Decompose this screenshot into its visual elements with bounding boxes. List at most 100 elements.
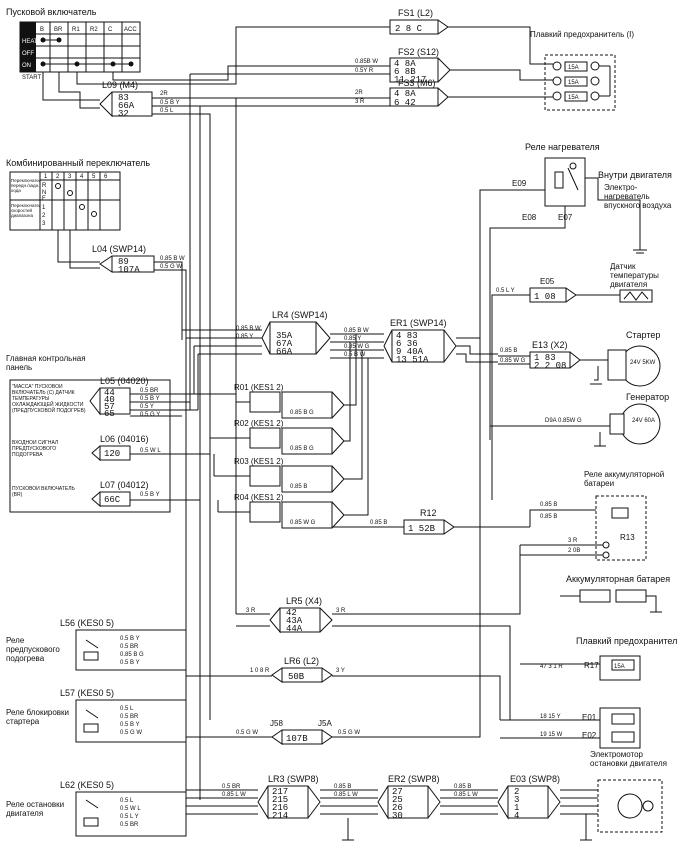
r03-label: R03 (KES1 2): [234, 457, 284, 466]
battery-relay-wire-4: 2 0B: [568, 548, 580, 554]
e13-pin-2: 2 2 08: [534, 361, 566, 371]
l56-relay: [75, 629, 187, 671]
starter-rating: 24V 5KW: [630, 360, 656, 366]
lr3-connector: [257, 785, 321, 820]
combo-row-label-2: Переключатель скоростей диапазона: [11, 203, 40, 218]
fs2-connector: [389, 57, 451, 83]
l07-pin: 66C: [104, 495, 121, 505]
l62-relay: [75, 791, 187, 837]
temp-sensor-icon: [619, 289, 653, 303]
e09-label: E09: [512, 179, 527, 188]
lr3-pin-2: 215: [272, 795, 288, 805]
e08-label: E08: [522, 213, 537, 222]
battery-relay: [595, 495, 647, 561]
er2-pin-3: 26: [392, 803, 403, 813]
l06-label: L06 (04016): [100, 434, 149, 444]
l62-wire-2: 0.5 W L: [120, 806, 141, 812]
j58-wire-left: 0.5 G W: [236, 730, 258, 736]
combo-col-4: 4: [80, 174, 84, 180]
lr6-pin: 50B: [288, 672, 305, 682]
combo-row-label-1: Переключатель передн./задн. хода: [11, 178, 40, 193]
battery-icon: [579, 589, 647, 603]
lr5-pin-3: 44A: [286, 624, 303, 634]
e05-label: E05: [540, 277, 555, 286]
lr6-wire-right: 3 Y: [336, 668, 345, 674]
fs3-connector: [389, 87, 449, 107]
l62-wire-1: 0.5 L: [120, 798, 134, 804]
ign-col-b: B: [40, 27, 44, 33]
e03-wire-1: 0.85 B: [454, 784, 471, 790]
engine-stop-relay-label: Реле остановки двигателя: [6, 800, 65, 818]
r04-relay: [249, 501, 345, 529]
lr4-pin-1: 35A: [276, 331, 293, 341]
er1-wire-1: 0.85 B W: [344, 328, 369, 334]
l57-label: L57 (KES0 5): [60, 688, 114, 698]
l05-pin-3: 57: [104, 402, 115, 412]
l06-wire: 0.5 W L: [140, 448, 161, 454]
e03-pin-2: 3: [514, 795, 519, 805]
l62-wire-4: 0.5 BR: [120, 822, 139, 828]
r03-wire: 0.85 B: [290, 484, 307, 490]
ignition-switch-label: Пусковой включатель: [6, 7, 97, 17]
e13-label: E13 (X2): [532, 340, 568, 350]
e05-connector: [529, 287, 577, 303]
fs3-label: FS3 (M6): [398, 78, 436, 88]
er1-wire-2: 0.85 Y: [344, 336, 361, 342]
l09-wire-by: 0.5 B Y: [160, 100, 180, 106]
fuse-3-rating: 15A: [568, 95, 579, 101]
e03-pin-3: 1: [514, 803, 519, 813]
l05-wire-4: 0.5 G Y: [140, 412, 160, 418]
er2-pin-2: 25: [392, 795, 403, 805]
ign-row-on: ON: [22, 63, 31, 69]
generator-wire: D9A 0.85W G: [545, 418, 582, 424]
l62-wire-3: 0.5 L Y: [120, 814, 139, 820]
combo-row-3: 3: [42, 221, 46, 227]
generator-icon: [609, 403, 661, 445]
e01-wire: 18 15 Y: [540, 714, 561, 720]
battery-label: Аккумуляторная батарея: [566, 574, 670, 584]
lr5-label: LR5 (X4): [286, 596, 322, 606]
stop-motor-icon: [597, 779, 663, 833]
heater-relay-label: Реле нагревателя: [525, 142, 600, 152]
l56-wire-4: 0.5 B Y: [120, 660, 140, 666]
lr3-pin-4: 214: [272, 811, 288, 821]
l04-wire-1: 0.85 B W: [160, 256, 185, 262]
input-preheat-text: ВХОДНОЙ СИГНАЛ ПРЕДПУСКОВОГО ПОДОГРЕВА: [12, 440, 59, 458]
l05-wire-3: 0.5 Y: [140, 404, 154, 410]
er1-pin-2: 6 36: [396, 339, 418, 349]
l06-pin: 120: [104, 449, 120, 459]
ignition-switch-table: [19, 21, 141, 73]
l57-wire-1: 0.5 L: [120, 706, 134, 712]
e05-wire: 0.5 L Y: [496, 288, 515, 294]
ign-col-acc: ACC: [124, 27, 137, 33]
lr4-wire-2: 0.85 Y: [236, 334, 253, 340]
l07-label: L07 (04012): [100, 480, 149, 490]
lr3-pin-3: 216: [272, 803, 288, 813]
main-panel-label: Главная контрольная панель: [6, 354, 86, 372]
l09-pin-2: 66A: [118, 101, 135, 111]
lr4-pin-3: 66A: [276, 347, 293, 357]
l09-label: L09 (M4): [102, 80, 138, 90]
e13-wire-2: 0.85 W G: [500, 358, 526, 364]
l57-wire-3: 0.5 B Y: [120, 722, 140, 728]
er2-wire-2: 0.85 L W: [334, 792, 358, 798]
l04-connector: [99, 255, 155, 273]
lr3-pin-1: 217: [272, 787, 288, 797]
fs3-wire-1: 2R: [355, 90, 363, 96]
lr5-pin-2: 43A: [286, 616, 303, 626]
l05-pin-1: 44: [104, 388, 115, 398]
lr4-wire-1: 0.85 B W: [236, 326, 261, 332]
lr3-wire-2: 0.85 L W: [222, 792, 246, 798]
starter-motor-icon: [607, 345, 661, 387]
er2-label: ER2 (SWP8): [388, 774, 440, 784]
l09-wire-2r: 2R: [160, 91, 168, 97]
l04-pin-1: 89: [118, 257, 129, 267]
lr6-connector: [271, 667, 333, 683]
r12-pin: 1 52B: [408, 524, 436, 534]
lr4-pin-2: 67A: [276, 339, 293, 349]
fs3-wire-2: 3 R: [355, 99, 365, 105]
fs3-pin-1: 4 8A: [394, 89, 416, 99]
ign-row-heat: HEAT: [22, 39, 38, 45]
l57-relay: [75, 699, 187, 743]
